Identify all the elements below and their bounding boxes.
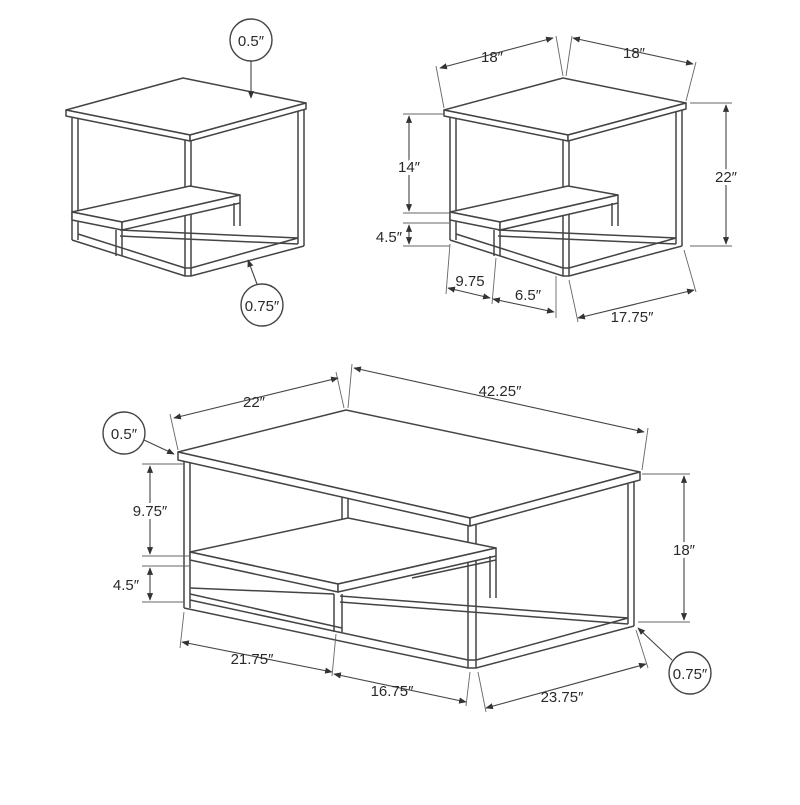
coffee-depth-label: 22″ — [243, 394, 266, 411]
coffee-width-label: 42.25″ — [479, 383, 523, 400]
end-table-left-frame — [71, 110, 305, 277]
coffee-shelf-height-label: 4.5″ — [113, 577, 140, 594]
coffee-height-label: 18″ — [673, 542, 696, 559]
coffee-table-top — [177, 409, 641, 527]
coffee-base-depth-dimension: 23.75″ — [477, 629, 649, 713]
end-table-right-shelf — [449, 185, 619, 256]
coffee-shelf-height-dimension: 4.5″ — [113, 565, 190, 603]
end-table-frame-depth-dimension: 17.75″ — [568, 249, 697, 326]
end-table-shelf-height-label: 4.5″ — [376, 229, 403, 246]
end-table-left: 0.5″ 0.75″ — [65, 18, 307, 327]
end-table-shelf-left-label: 9.75 — [455, 273, 484, 290]
coffee-top-thickness-callout: 0.5″ — [102, 411, 175, 455]
end-table-shelf-right-dimension: 6.5″ — [492, 276, 557, 318]
coffee-height-dimension: 18″ — [638, 473, 699, 623]
end-table-width-label: 18″ — [481, 49, 504, 66]
coffee-base-left-label: 21.75″ — [231, 651, 275, 668]
top-thickness-label: 0.5″ — [238, 33, 265, 50]
coffee-base-depth-label: 23.75″ — [541, 689, 585, 706]
coffee-base-left-dimension: 21.75″ — [179, 611, 337, 677]
end-table-left-top — [65, 77, 307, 142]
end-table-frame-depth-label: 17.75″ — [611, 309, 655, 326]
coffee-depth-dimension: 22″ — [169, 371, 345, 451]
end-table-height-label: 22″ — [715, 169, 738, 186]
end-table-top-to-shelf-dimension: 14″ — [395, 113, 450, 214]
coffee-frame-thickness-label: 0.75″ — [673, 666, 708, 683]
coffee-top-thickness-label: 0.5″ — [111, 426, 138, 443]
end-table-width-dimension: 18″ — [435, 35, 564, 109]
coffee-top-to-shelf-dimension: 9.75″ — [130, 463, 190, 557]
frame-thickness-callout: 0.75″ — [240, 259, 284, 327]
coffee-top-to-shelf-label: 9.75″ — [133, 503, 168, 520]
coffee-table-shelf — [189, 517, 497, 598]
end-table-top-to-shelf-label: 14″ — [398, 159, 421, 176]
frame-thickness-label: 0.75″ — [245, 298, 280, 315]
end-table-shelf-right-label: 6.5″ — [515, 287, 542, 304]
coffee-base-middle-label: 16.75″ — [371, 683, 415, 700]
end-table-depth-dimension: 18″ — [565, 35, 697, 102]
coffee-base-middle-dimension: 16.75″ — [333, 671, 471, 707]
end-table-right-top — [443, 77, 687, 142]
end-table-shelf-height-dimension: 4.5″ — [376, 222, 450, 247]
end-table-left-shelf — [71, 185, 241, 256]
coffee-frame-thickness-callout: 0.75″ — [637, 627, 712, 695]
coffee-table: 0.5″ 22″ 42.25″ 9.75″ 4.5 — [102, 363, 712, 713]
coffee-width-dimension: 42.25″ — [347, 363, 649, 471]
end-table-right: 18″ 18″ 22″ 14″ 4.5″ — [376, 35, 741, 326]
end-table-shelf-left-dimension: 9.75 — [445, 243, 497, 305]
end-table-height-dimension: 22″ — [690, 102, 741, 247]
end-table-depth-label: 18″ — [623, 45, 646, 62]
top-thickness-callout: 0.5″ — [229, 18, 273, 99]
